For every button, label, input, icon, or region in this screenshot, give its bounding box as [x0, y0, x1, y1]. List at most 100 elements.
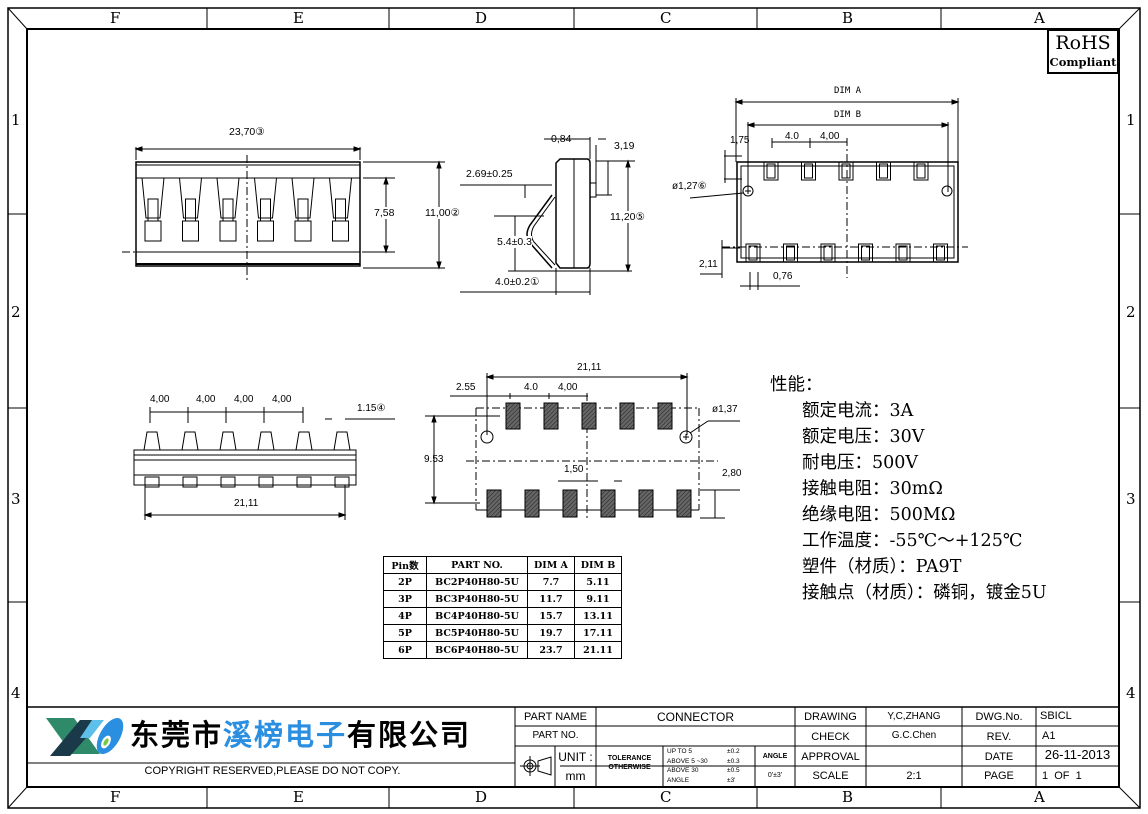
- column-label-f-bottom: F: [110, 788, 121, 806]
- contact-base: [294, 220, 312, 242]
- column-label-a: A: [1034, 9, 1045, 27]
- pin-post: [257, 431, 275, 451]
- bottom-dim-400: 4,00: [820, 131, 840, 142]
- company-name: 东莞市溪榜电子有限公司: [130, 712, 471, 754]
- side-dim-bottom: 4.0±0.2①: [495, 276, 540, 288]
- cell: 21.11: [574, 641, 622, 659]
- elev-pitch-2: 4,00: [196, 394, 216, 405]
- elevation-view: [133, 407, 395, 520]
- pin-post: [219, 431, 237, 451]
- column-label-c-bottom: C: [660, 788, 672, 806]
- tolerance-row: ANGLE ±3': [667, 776, 753, 786]
- bottom-terminal-inner: [823, 245, 833, 261]
- cell: 5P: [383, 624, 427, 642]
- spec-rated-voltage: 额定电压：30V: [802, 427, 925, 447]
- smd-pad-bottom: [600, 489, 616, 518]
- tol-value: ±3': [727, 776, 736, 784]
- col-dim-a: DIM A: [527, 556, 575, 574]
- date-label: DATE: [984, 751, 1014, 763]
- smd-pad-top: [657, 402, 673, 430]
- elev-pitch-4: 4,00: [272, 394, 292, 405]
- rohs-badge: RoHS Compliant: [1047, 29, 1119, 74]
- tol-value: ±0.3: [727, 757, 740, 765]
- side-dim-319: 3,19: [614, 140, 635, 152]
- part-name-label: PART NAME: [524, 711, 587, 723]
- tol-range: ABOVE 5 ~30: [667, 757, 708, 765]
- column-label-f: F: [110, 9, 121, 27]
- front-outer-height-dim: 11,00②: [425, 207, 460, 219]
- contact-slot: [141, 177, 165, 219]
- bottom-terminal-inner: [936, 245, 945, 261]
- tolerance-label-line1: TOLERANCE: [607, 755, 652, 762]
- drawing-label: DRAWING: [804, 711, 857, 723]
- smd-pad-top: [543, 402, 559, 430]
- tol-range: UP TO 5: [667, 748, 692, 755]
- tolerance-label-line2: OTHERWISE: [608, 764, 651, 771]
- bottom-dim-175: 1,75: [730, 135, 750, 146]
- bottom-terminal: [895, 243, 911, 263]
- projection-symbol-icon: [520, 750, 550, 780]
- contact-slot: [328, 177, 353, 219]
- cell: 17.11: [574, 624, 622, 642]
- top-terminal-inner: [766, 163, 776, 179]
- row-label-3-right: 3: [1126, 490, 1136, 508]
- pin-post: [143, 431, 161, 451]
- pin-post: [295, 431, 313, 451]
- page-value: 1 OF 1: [1042, 770, 1082, 782]
- cell: BC6P40H80-5U: [426, 641, 528, 659]
- rohs-title: RoHS: [1055, 32, 1111, 54]
- elev-pitch-3: 4,00: [234, 394, 254, 405]
- cell: BC5P40H80-5U: [426, 624, 528, 642]
- pin-foot: [144, 476, 160, 488]
- bottom-terminal: [783, 243, 798, 263]
- column-label-b: B: [842, 9, 854, 27]
- pin-table-header: Pin数 PART NO. DIM A DIM B: [383, 556, 622, 574]
- smd-pad-top: [581, 402, 597, 430]
- pin-foot: [334, 476, 350, 488]
- cell: 5.11: [574, 573, 622, 591]
- tolerance-label: TOLERANCE OTHERWISE: [596, 754, 663, 772]
- check-label: CHECK: [811, 731, 850, 743]
- top-terminal: [913, 161, 929, 181]
- footprint-dim-255: 2.55: [456, 382, 476, 393]
- footprint-dim-150: 1,50: [564, 464, 584, 475]
- top-terminal-inner: [804, 163, 813, 179]
- unit-label: UNIT :: [558, 750, 593, 764]
- column-label-e: E: [293, 9, 304, 27]
- contact-base: [182, 220, 199, 242]
- side-dim-mid: 5.4±0.3: [497, 236, 532, 248]
- spec-withstand-voltage: 耐电压：500V: [802, 453, 919, 473]
- date-value: 26-11-2013: [1044, 747, 1111, 762]
- tol-range: ABOVE 30: [667, 767, 699, 774]
- company-logo: [46, 717, 124, 756]
- rohs-subtitle: Compliant: [1049, 55, 1117, 69]
- approval-label: APPROVAL: [801, 751, 860, 763]
- row-label-1-right: 1: [1126, 111, 1136, 129]
- row-label-1: 1: [11, 111, 21, 129]
- front-inner-height-dim: 7,58: [374, 207, 395, 219]
- side-dim-height: 11,20⑤: [610, 211, 645, 223]
- elev-pitch-1: 4,00: [150, 394, 170, 405]
- elev-dim-pin: 1.15④: [357, 403, 386, 414]
- specs-title: 性能：: [770, 375, 823, 395]
- cell: 2P: [383, 573, 427, 591]
- footprint-dim-40: 4.0: [524, 382, 538, 393]
- row-label-2: 2: [11, 303, 21, 321]
- col-dim-b: DIM B: [574, 556, 622, 574]
- spec-insulation-resistance: 绝缘电阻：500MΩ: [802, 505, 956, 525]
- cell: 23.7: [527, 641, 575, 659]
- pin-post: [333, 431, 351, 451]
- top-terminal-inner: [879, 163, 888, 179]
- cell: BC2P40H80-5U: [426, 573, 528, 591]
- pin-foot: [220, 476, 236, 488]
- row-label-2-right: 2: [1126, 303, 1136, 321]
- tol-value: ±0.2: [727, 748, 740, 755]
- dim-b-label: DIM B: [834, 110, 862, 120]
- contact-slot: [253, 177, 278, 219]
- cell: 7.7: [527, 573, 575, 591]
- cell: 9.11: [574, 590, 622, 608]
- tol-range: ANGLE: [667, 776, 690, 784]
- scale-value: 2:1: [906, 770, 922, 782]
